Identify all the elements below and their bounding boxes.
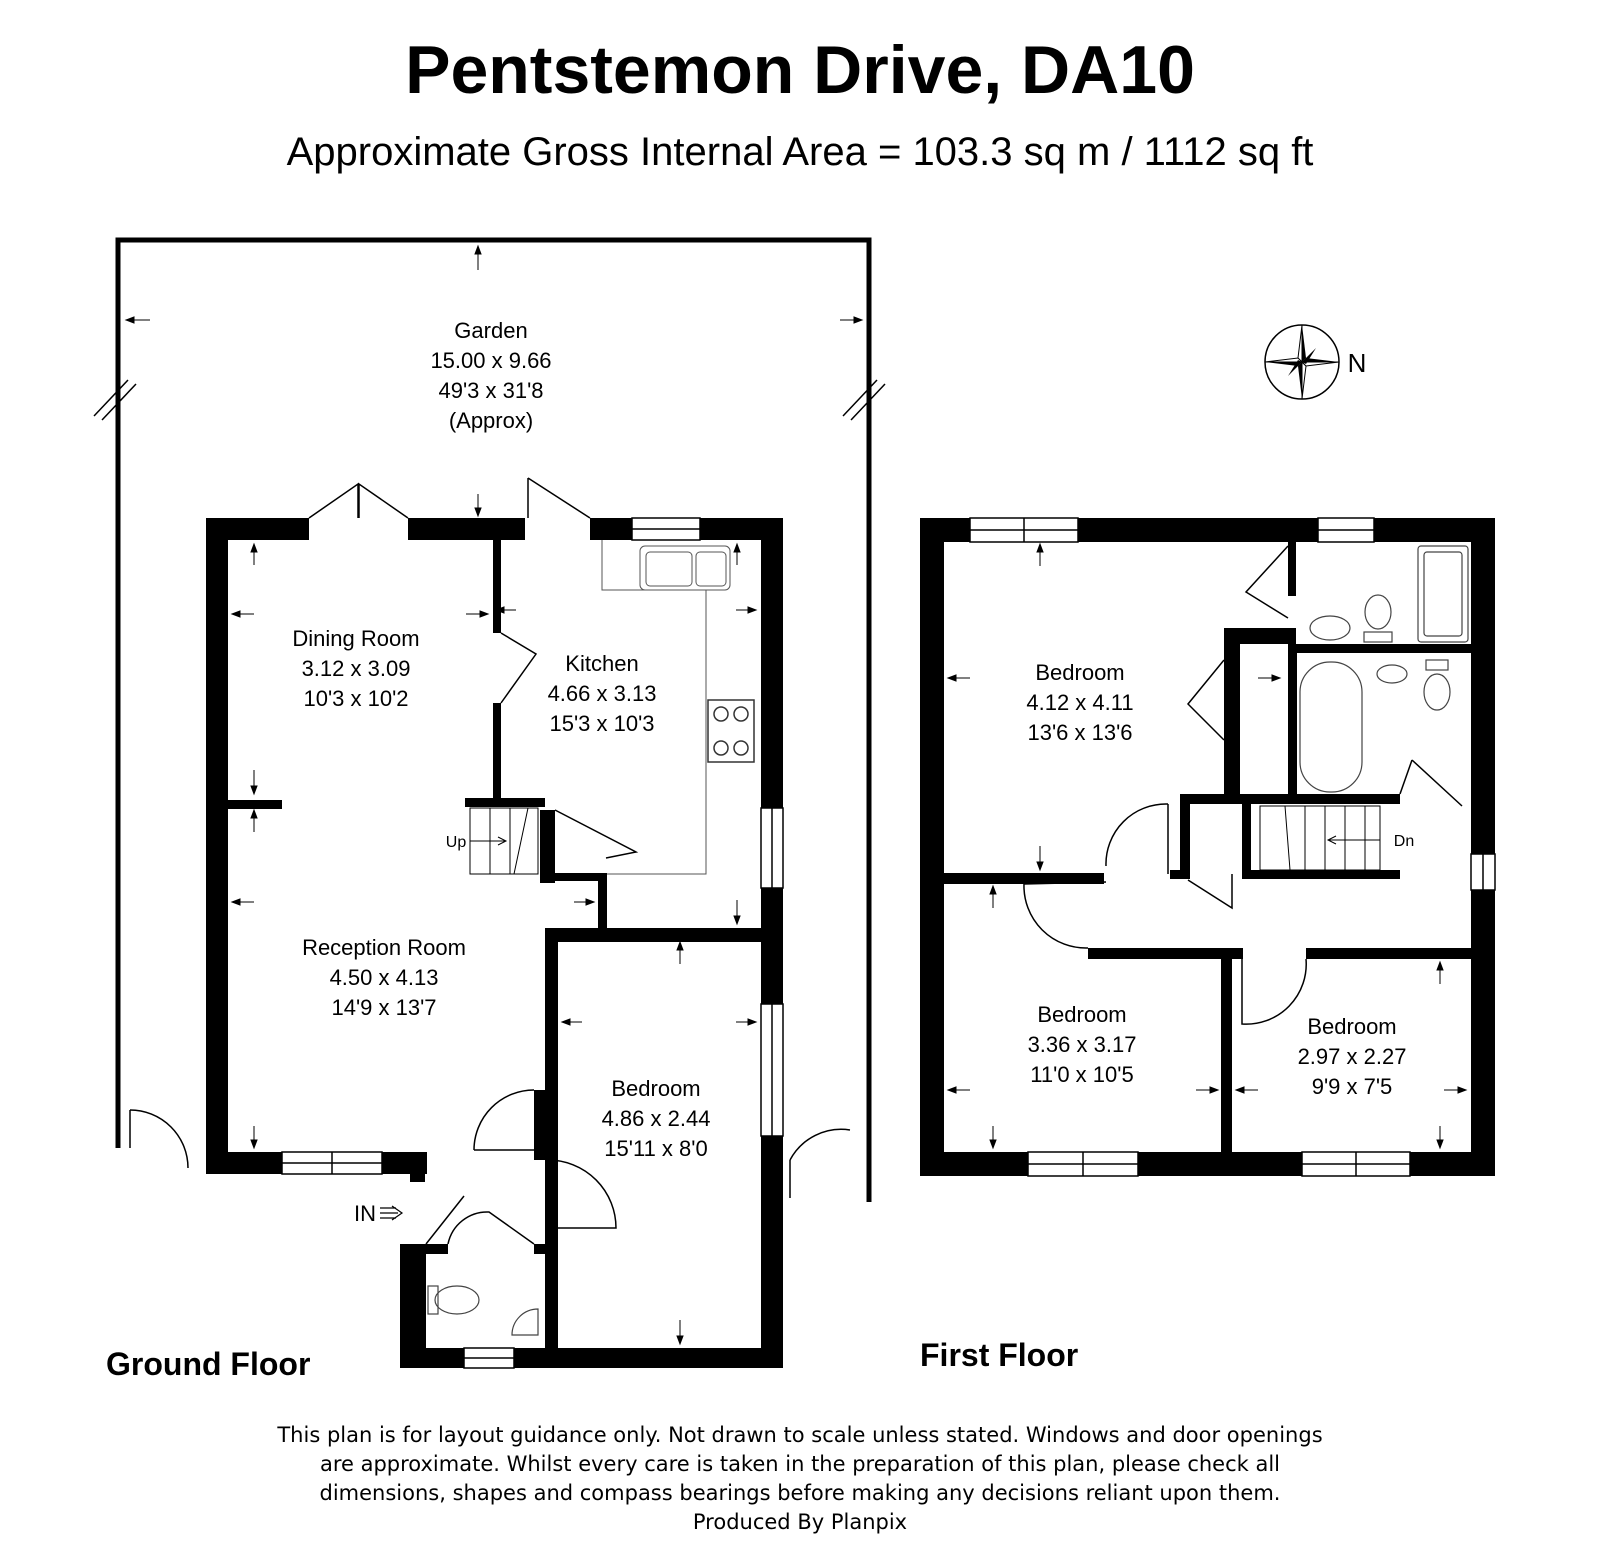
bathroom-fixtures xyxy=(1299,545,1469,793)
disclaimer-line: dimensions, shapes and compass bearings … xyxy=(319,1481,1281,1505)
room-name: Kitchen xyxy=(565,651,638,676)
room-imperial: 9'9 x 7'5 xyxy=(1312,1074,1393,1099)
room-label-ground-bedroom: Bedroom 4.86 x 2.44 15'11 x 8'0 xyxy=(602,1076,711,1161)
room-label-dining-room: Dining Room 3.12 x 3.09 10'3 x 10'2 xyxy=(292,626,419,711)
disclaimer-line: This plan is for layout guidance only. N… xyxy=(277,1423,1323,1447)
room-metric: 4.12 x 4.11 xyxy=(1026,690,1133,715)
room-name: Bedroom xyxy=(1035,660,1124,685)
room-metric: 4.86 x 2.44 xyxy=(602,1106,711,1131)
first-floor-stairs xyxy=(1259,805,1381,871)
disclaimer: This plan is for layout guidance only. N… xyxy=(200,1421,1400,1537)
compass-rose-icon xyxy=(1264,324,1340,400)
room-label-garden: Garden 15.00 x 9.66 49'3 x 31'8 (Approx) xyxy=(430,318,551,433)
room-metric: 4.66 x 3.13 xyxy=(548,681,657,706)
ground-floor-windows xyxy=(281,517,784,1369)
room-name: Garden xyxy=(454,318,527,343)
room-note: (Approx) xyxy=(449,408,533,433)
room-name: Bedroom xyxy=(1037,1002,1126,1027)
room-metric: 3.12 x 3.09 xyxy=(302,656,411,681)
ground-floor-walls xyxy=(206,518,783,1368)
hob-icon xyxy=(707,699,755,763)
ground-floor-doors xyxy=(308,477,639,1245)
room-label-bedroom-2: Bedroom 3.36 x 3.17 11'0 x 10'5 xyxy=(1028,1002,1137,1087)
kitchen-fixtures xyxy=(601,540,731,875)
garden-break-marks xyxy=(93,379,886,421)
entrance-arrow-icon xyxy=(380,1205,404,1221)
room-metric: 4.50 x 4.13 xyxy=(330,965,439,990)
first-floor-label: First Floor xyxy=(920,1337,1079,1373)
gross-area-subtitle: Approximate Gross Internal Area = 103.3 … xyxy=(286,130,1314,174)
room-imperial: 49'3 x 31'8 xyxy=(438,378,543,403)
room-metric: 3.36 x 3.17 xyxy=(1028,1032,1137,1057)
compass-north-label: N xyxy=(1348,348,1367,378)
stairs-up-label: Up xyxy=(446,834,467,851)
page-title: Pentstemon Drive, DA10 xyxy=(405,32,1195,108)
room-metric: 2.97 x 2.27 xyxy=(1298,1044,1407,1069)
room-imperial: 15'3 x 10'3 xyxy=(549,711,654,736)
room-name: Bedroom xyxy=(611,1076,700,1101)
ground-wc-fixtures xyxy=(427,1285,539,1336)
first-floor-doors xyxy=(1023,545,1463,1025)
room-label-kitchen: Kitchen 4.66 x 3.13 15'3 x 10'3 xyxy=(548,651,657,736)
stairs-down-arrow-icon xyxy=(1326,835,1380,845)
garden-gate-left xyxy=(129,1109,189,1169)
garden-gate-right xyxy=(789,1128,851,1198)
room-imperial: 14'9 x 13'7 xyxy=(331,995,436,1020)
entrance-label: IN xyxy=(354,1201,376,1226)
room-metric: 15.00 x 9.66 xyxy=(430,348,551,373)
room-name: Reception Room xyxy=(302,935,466,960)
room-label-bedroom-1: Bedroom 4.12 x 4.11 13'6 x 13'6 xyxy=(1026,660,1133,745)
garden-boundary xyxy=(115,237,872,1202)
stairs-down-label: Dn xyxy=(1394,833,1414,850)
ground-floor-label: Ground Floor xyxy=(106,1346,311,1382)
room-imperial: 11'0 x 10'5 xyxy=(1030,1062,1133,1087)
room-imperial: 13'6 x 13'6 xyxy=(1027,720,1132,745)
room-imperial: 15'11 x 8'0 xyxy=(604,1136,707,1161)
first-floor-windows xyxy=(969,517,1496,1177)
room-name: Bedroom xyxy=(1307,1014,1396,1039)
stairs-up-arrow-icon xyxy=(470,836,508,846)
room-name: Dining Room xyxy=(292,626,419,651)
room-imperial: 10'3 x 10'2 xyxy=(303,686,408,711)
first-floor-walls xyxy=(920,518,1495,1176)
ground-dimension-markers xyxy=(124,244,864,1346)
producer-credit: Produced By Planpix xyxy=(692,1510,908,1534)
first-dimension-markers xyxy=(946,542,1468,1150)
room-label-reception-room: Reception Room 4.50 x 4.13 14'9 x 13'7 xyxy=(302,935,466,1020)
room-label-bedroom-3: Bedroom 2.97 x 2.27 9'9 x 7'5 xyxy=(1298,1014,1407,1099)
disclaimer-line: are approximate. Whilst every care is ta… xyxy=(319,1452,1281,1476)
